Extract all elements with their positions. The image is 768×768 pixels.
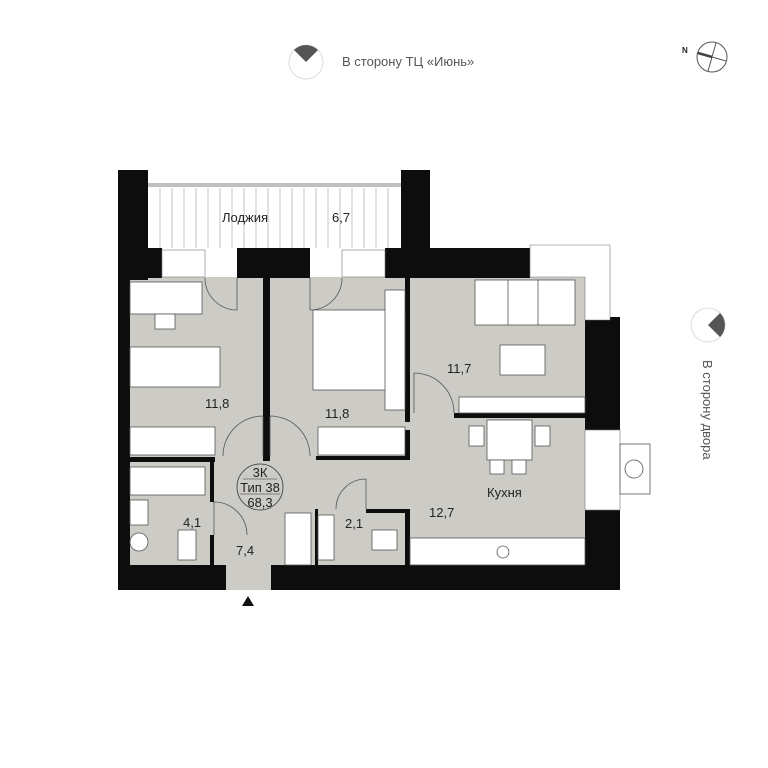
entrance-arrow-icon [242,596,254,606]
toilet-wc [371,529,398,551]
furniture [129,279,586,566]
bathroom-area: 4,1 [183,515,201,530]
dining-table [486,419,533,461]
washing-machine [129,532,149,552]
bedroom-middle-area: 11,8 [325,406,349,421]
loggia [148,170,401,248]
kitchen-area: 12,7 [429,505,454,520]
toilet-area: 2,1 [345,516,363,531]
doors [204,277,455,536]
stove-icon [496,545,510,559]
kitchen-counter [409,537,586,566]
living-area: 11,7 [447,361,471,376]
coffee-table [499,344,546,376]
sink-wc [317,514,335,561]
hallway-wardrobe [284,512,312,566]
compass: N [682,41,728,73]
top-direction-label: В сторону ТЦ «Июнь» [342,54,474,69]
tv-stand [458,396,586,414]
direction-sector-icon [708,313,725,337]
entrance-floor [226,560,271,590]
total-area-label: 68,3 [247,495,272,510]
compass-icon [696,41,728,73]
compass-north-label: N [682,46,688,55]
sofa [474,279,576,326]
bed-left [129,346,221,388]
kitchen-name: Кухня [487,485,522,500]
hallway-area: 7,4 [236,543,254,558]
bedroom-left-area: 11,8 [205,396,229,411]
wardrobe-middle [317,426,406,456]
sink [129,499,149,526]
windows [161,244,621,511]
bathtub [129,466,206,496]
rooms-count-label: 3К [253,465,268,480]
walls [118,170,620,590]
apartment-badge: 3К Тип 38 68,3 [236,463,284,511]
right-direction-label: В сторону двора [700,360,715,460]
fan-icon [624,459,644,479]
type-label: Тип 38 [240,480,280,495]
wardrobe-left [129,426,216,456]
loggia-name: Лоджия [222,210,268,225]
top-direction-indicator: В сторону ТЦ «Июнь» [288,44,474,80]
loggia-area: 6,7 [332,210,350,225]
right-direction-indicator: В сторону двора [690,307,726,460]
direction-sector-icon [294,45,318,62]
toilet-bathroom [177,529,197,561]
air-conditioner [619,443,651,495]
